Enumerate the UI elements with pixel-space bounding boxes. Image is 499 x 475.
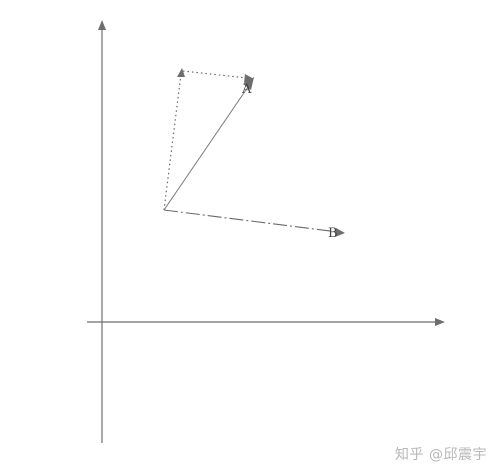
vector-a-arrow-icon [243, 77, 254, 90]
dotted-vector-horizontal [182, 70, 248, 79]
point-a-label: A [241, 82, 252, 97]
dotted-vertical-arrow-icon [177, 68, 185, 77]
vector-b-arrow-icon [335, 228, 345, 237]
dotted-vector-vertical [163, 73, 182, 211]
x-axis-arrow-icon [435, 318, 445, 326]
y-axis-arrow-icon [98, 20, 106, 30]
watermark-text: 知乎 @邱震宇 [395, 447, 487, 463]
vector-origin-to-a [163, 83, 251, 211]
vector-origin-to-b [163, 209, 339, 233]
dotted-horizontal-arrow-icon [244, 74, 254, 83]
point-b-label: B [328, 226, 338, 241]
